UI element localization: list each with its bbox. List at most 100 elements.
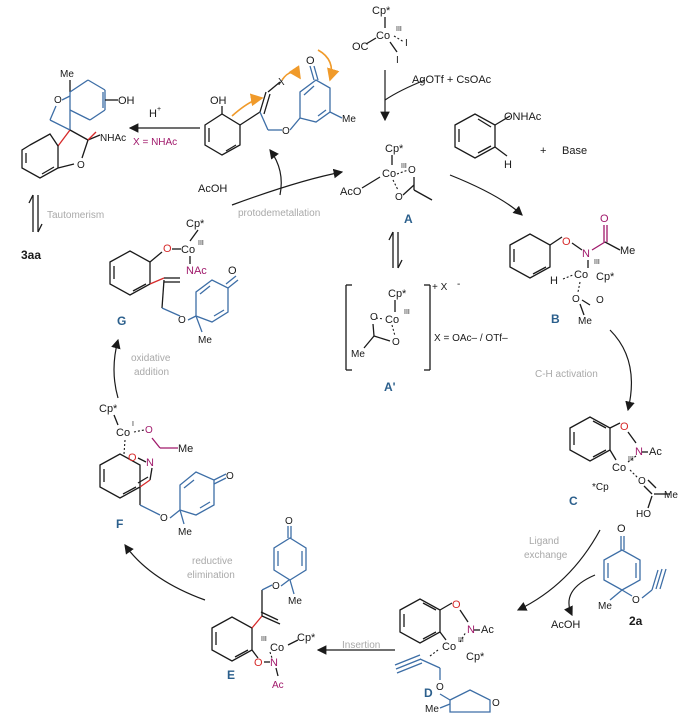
additive-arrow [384,79,426,101]
svg-text:Cp*: Cp* [596,271,615,283]
svg-text:III: III [594,259,600,266]
ch-activation-arrow [609,329,635,412]
svg-text:III: III [404,309,410,316]
acid-label: H [149,108,157,120]
svg-text:Co: Co [116,427,130,439]
product-3aa-label: 3aa [21,248,41,262]
svg-text:O: O [228,265,237,277]
species-a-structure: Cp* Co III AcO O O [340,143,433,203]
svg-text:Ac: Ac [272,680,284,691]
additives-label: AgOTf + CsOAc [412,74,492,86]
svg-text:Co: Co [181,244,195,256]
species-b-structure: O N O Me III Co Cp* H O Me O [509,213,635,327]
svg-text:H: H [550,275,558,287]
svg-text:Co: Co [442,641,456,653]
svg-text:*Cp: *Cp [592,482,609,493]
svg-text:O: O [128,452,137,464]
svg-text:O: O [54,95,62,106]
substrate-structure: ONHAc H + Base [454,111,587,171]
tautomerism-label: Tautomerism [47,210,104,221]
svg-text:O: O [395,192,403,203]
svg-text:O: O [285,516,293,527]
svg-text:O: O [226,471,234,482]
svg-text:O: O [254,657,263,669]
acoh-consumed-label: AcOH [198,183,227,195]
svg-text:HO: HO [636,509,651,520]
insertion-label: Insertion [342,640,380,651]
svg-text:Me: Me [578,316,592,327]
svg-text:N: N [146,457,154,469]
oxidative-addition-arrow [111,338,121,399]
x-equals-nhac-label: X = NHAc [133,137,177,148]
equilibrium-arrows [388,231,403,269]
svg-text:III: III [198,240,204,247]
species-f-label: F [116,517,123,531]
species-a-prime-structure: + X - Cp* Co III O O Me X = OAc– / OTf– [345,279,508,371]
svg-text:Co: Co [574,269,588,281]
coordination-arrow [449,174,523,216]
species-f-structure: Cp* Co I O Me O N O O Me [99,403,234,538]
svg-text:Ac: Ac [649,446,662,458]
svg-text:Me: Me [425,704,439,714]
reductive-elimination-label-line1: reductive [192,556,233,567]
svg-text:OH: OH [210,95,227,107]
species-e-label: E [227,668,235,682]
svg-text:O: O [572,294,580,305]
svg-text:O: O [562,236,571,248]
svg-text:Me: Me [178,443,193,455]
svg-text:NAc: NAc [186,265,207,277]
svg-text:Me: Me [664,490,678,501]
ligand-exchange-arrow [516,529,601,611]
svg-text:O: O [492,698,500,709]
release-to-intermediate-arrow [269,149,282,196]
precatalyst-cp-label: Cp* [372,5,391,17]
svg-text:I: I [132,421,134,428]
svg-text:Me: Me [351,349,365,360]
svg-text:Me: Me [342,114,356,125]
svg-text:Cp*: Cp* [388,288,407,300]
precatalyst-co-label: Co [376,30,390,42]
svg-text:O: O [620,421,629,433]
svg-text:Cp*: Cp* [99,403,118,415]
svg-text:O: O [370,312,378,323]
svg-text:Co: Co [385,314,399,326]
svg-text:O: O [145,425,153,436]
svg-text:Cp*: Cp* [385,143,404,155]
svg-text:AcO: AcO [340,186,362,198]
tautomerism-arrows [28,194,43,233]
svg-text:O: O [632,595,640,606]
species-c-label: C [569,494,578,508]
reductive-elimination-label-line2: elimination [187,570,235,581]
oxidative-addition-label-line2: addition [134,367,169,378]
species-d-label: D [424,686,433,700]
reductive-elimination-arrow [124,544,206,601]
precatalyst-i2-label: I [396,55,399,66]
svg-text:O: O [452,599,461,611]
svg-text:O: O [160,513,168,524]
species-g-label: G [117,314,126,328]
species-g-structure: Cp* Co III O NAc O O Me [109,218,239,346]
svg-text:-: - [457,279,460,290]
svg-text:+: + [540,145,546,157]
product-3aa-structure: Me OH O O NHAc [21,69,135,179]
svg-text:Me: Me [620,245,635,257]
ligand-exchange-label-line2: exchange [524,550,568,561]
svg-text:Me: Me [598,601,612,612]
svg-text:X: X [278,77,285,88]
precatalyst-ox-label: III [396,26,402,33]
svg-text:Cp*: Cp* [297,632,316,644]
counterion-definition: X = OAc– / OTf– [434,333,508,344]
precatalyst-oc-label: OC [352,41,369,53]
ligand-exchange-label-line1: Ligand [529,536,559,547]
species-e-structure: O O Me III Co Cp* O N Ac [211,516,316,691]
open-intermediate-structure: OH X O O Me [204,49,356,156]
svg-text:III: III [261,636,267,643]
svg-text:Me: Me [198,335,212,346]
svg-text:Ac: Ac [481,624,494,636]
acoh-release-label: AcOH [551,619,580,631]
svg-text:O: O [282,126,290,137]
svg-text:O: O [408,165,416,176]
svg-text:O: O [638,476,646,487]
species-a-prime-label: A' [384,380,396,394]
svg-text:ONHAc: ONHAc [504,111,542,123]
